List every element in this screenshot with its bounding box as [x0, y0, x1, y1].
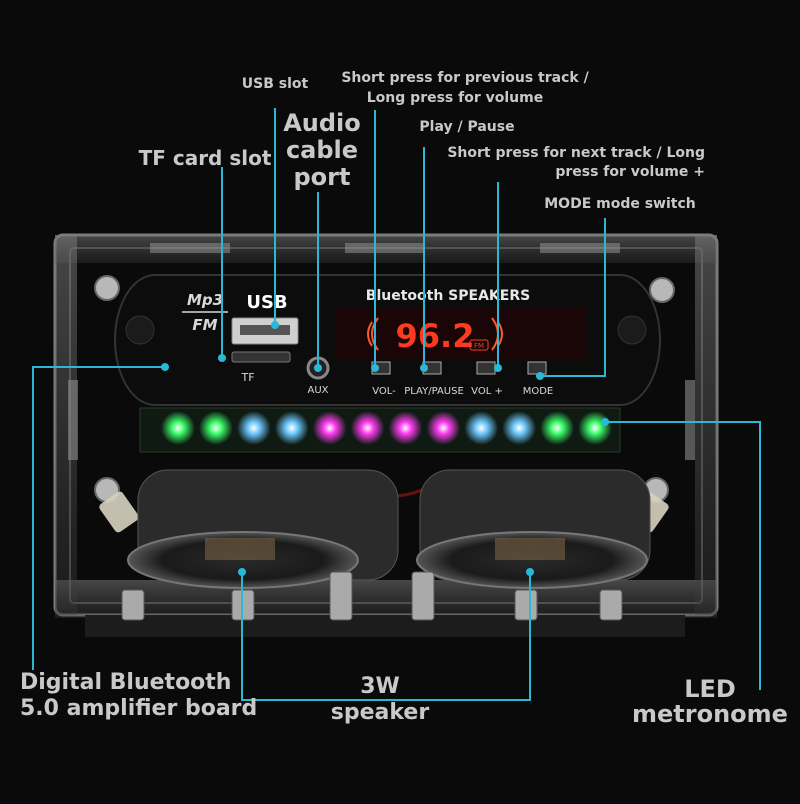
play-pause-callout: Play / Pause: [419, 119, 515, 135]
speaker-left: [127, 469, 399, 589]
leader-dots: [161, 321, 609, 576]
next-track-callout-line1: Short press for next track / Long: [447, 145, 705, 161]
prev-track-callout-line1: Short press for previous track /: [341, 70, 589, 86]
amplifier-board: Mp3 FM USB TF AUX Bluetooth SPEAKERS 96.…: [114, 274, 661, 406]
aux-label: AUX: [307, 385, 328, 396]
speaker-right: [416, 469, 651, 589]
logo-fm-text: FM: [192, 316, 217, 334]
mode-switch-callout: MODE mode switch: [544, 196, 696, 212]
led-green-2: [198, 411, 233, 445]
led-callout-line1: LED: [684, 675, 736, 703]
led-blue-9: [464, 411, 499, 445]
led-strip: [161, 411, 612, 445]
next-track-callout-line2: press for volume +: [555, 164, 705, 180]
amp-board-callout-line1: Digital Bluetooth: [20, 670, 232, 695]
speaker-callout-line1: 3W: [360, 674, 400, 699]
vol-plus-label: VOL +: [471, 386, 503, 397]
display-panel: [335, 308, 585, 360]
tf-card-slot-callout: TF card slot: [138, 146, 272, 170]
logo-mp3-text: Mp3: [187, 291, 223, 309]
tf-label: TF: [240, 371, 254, 384]
frequency-display: 96.2: [396, 317, 475, 355]
tf-slot: [231, 351, 291, 363]
led-green-12: [578, 411, 612, 445]
led-magenta-6: [350, 411, 385, 445]
led-blue-3: [236, 411, 271, 445]
leader-lines: [32, 108, 761, 701]
led-blue-4: [274, 411, 309, 445]
led-magenta-8: [426, 411, 461, 445]
play-pause-label: PLAY/PAUSE: [404, 386, 464, 397]
usb-label: USB: [246, 292, 287, 313]
vol-plus-button[interactable]: [476, 361, 496, 375]
led-green-1: [161, 411, 195, 445]
led-blue-10: [502, 411, 537, 445]
led-callout-line2: metronome: [632, 700, 788, 728]
usb-slot-callout: USB slot: [241, 76, 309, 92]
led-magenta-7: [388, 411, 423, 445]
amp-board-callout-line2: 5.0 amplifier board: [20, 696, 258, 721]
fm-badge: FM: [474, 342, 484, 350]
board-title: Bluetooth SPEAKERS: [366, 288, 530, 304]
speaker-callout-line2: speaker: [330, 700, 430, 725]
vol-minus-label: VOL-: [372, 386, 396, 397]
led-green-11: [540, 411, 575, 445]
audio-port-callout-line2: cable: [285, 136, 359, 164]
mode-label: MODE: [523, 386, 554, 397]
prev-track-callout-line2: Long press for volume: [366, 90, 544, 106]
led-magenta-5: [312, 411, 347, 445]
bolt-icons: [121, 571, 623, 621]
audio-port-callout-line3: port: [293, 163, 351, 191]
mode-button[interactable]: [527, 361, 547, 375]
audio-port-callout-line1: Audio: [283, 109, 361, 137]
